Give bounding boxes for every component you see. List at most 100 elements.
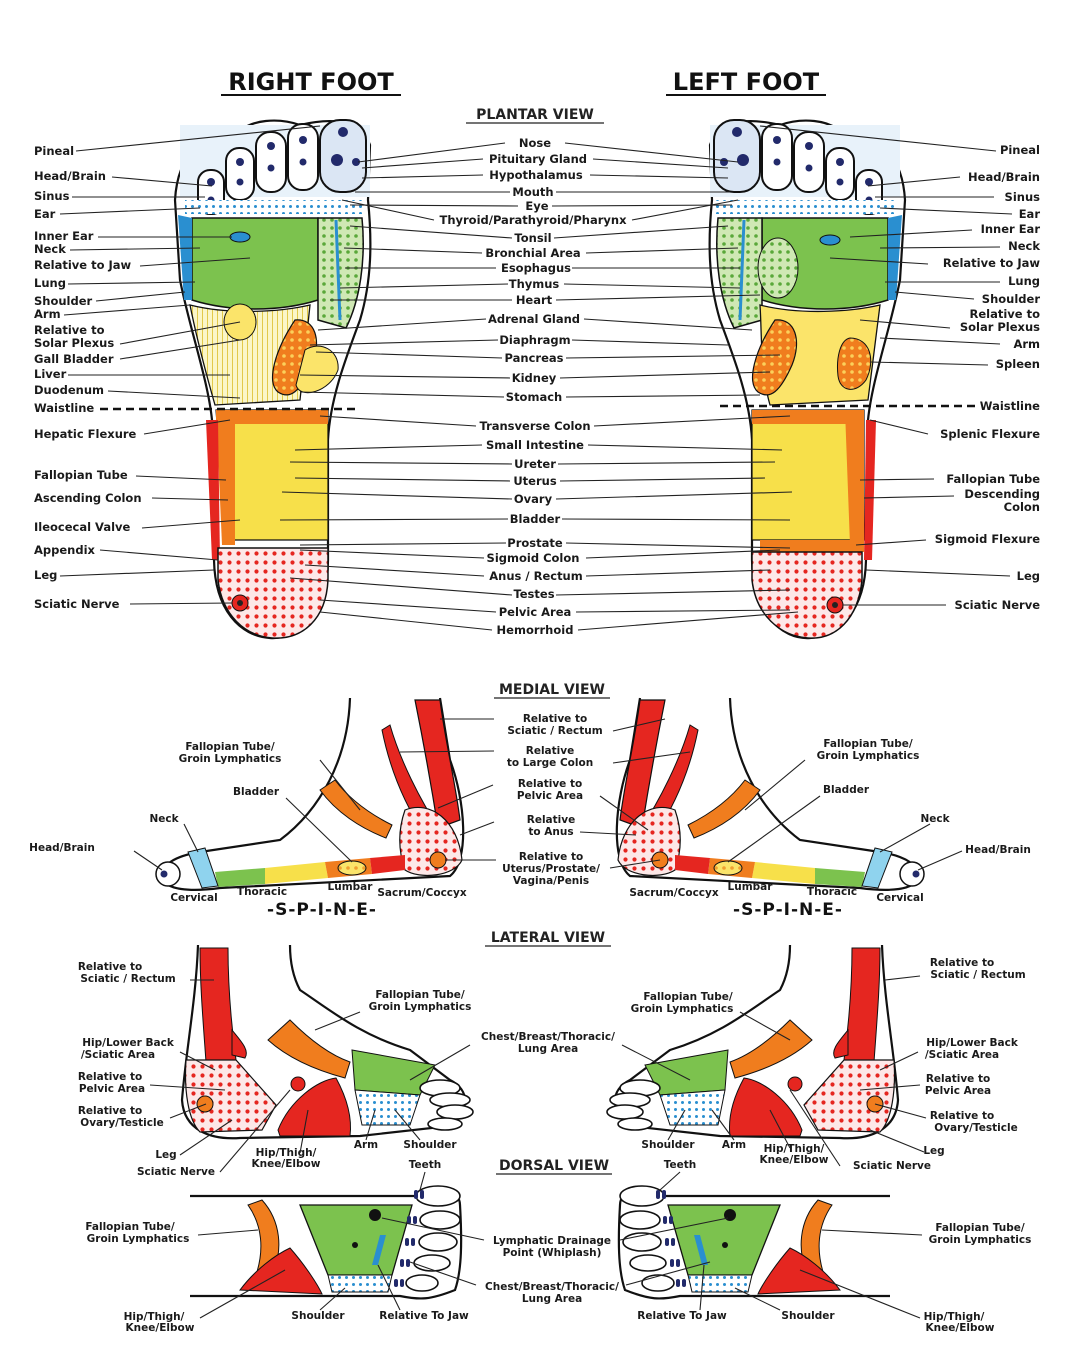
left-spine-cervical	[861, 847, 893, 889]
leader-line	[555, 294, 761, 301]
left-medial-bladder	[713, 860, 743, 876]
label-dorsal-left-1-text: Fallopian Tube/	[935, 1222, 1025, 1234]
left-shoulder-strip	[888, 215, 902, 300]
label-plantar-center-27-text: Hemorrhoid	[497, 623, 574, 637]
left-kidney	[752, 319, 798, 396]
leader-line	[799, 1269, 921, 1319]
label-lateral-left-5-text: /Sciatic Area	[925, 1049, 999, 1061]
label-medial-center-5-text: Pelvic Area	[517, 790, 583, 802]
leader-line	[917, 850, 963, 871]
leader-line	[317, 318, 487, 331]
leader-line	[95, 291, 186, 302]
left-spine-sacrum	[675, 855, 710, 874]
label-dorsal-center-1-text: Point (Whiplash)	[503, 1247, 602, 1259]
leader-line	[879, 207, 1013, 215]
left-foot-medial	[615, 697, 925, 891]
label-dorsal-left-3-text: Hip/Thigh/	[924, 1311, 985, 1323]
right-lateral-hip	[231, 1028, 247, 1059]
left-medial-brain-point	[912, 870, 920, 878]
left-lateral-hip	[833, 1028, 849, 1059]
label-plantar-center-1-text: Pituitary Gland	[489, 152, 587, 166]
leader-line	[341, 199, 435, 221]
label-lateral-left-7-text: Pelvic Area	[925, 1085, 991, 1097]
label-dorsal-left-5-text: Shoulder	[781, 1310, 835, 1322]
leader-line	[559, 477, 766, 482]
leader-line	[565, 354, 781, 359]
left-lateral-pelvic	[803, 1059, 896, 1133]
label-plantar-left-2-text: Sinus	[1005, 190, 1041, 204]
label-plantar-center-19-text: Uterus	[513, 474, 556, 488]
leader-line	[561, 518, 791, 521]
leader-line	[869, 361, 989, 366]
leader-line	[319, 415, 477, 427]
label-dorsal-left-4-text: Knee/Elbow	[926, 1322, 995, 1334]
label-lateral-right-15-text: Shoulder	[403, 1139, 457, 1151]
right-spine-thoracic	[265, 862, 328, 884]
leader-line	[69, 247, 201, 251]
leader-line	[169, 1103, 207, 1119]
leader-line	[299, 542, 507, 546]
right-lateral-leg-point	[290, 1076, 306, 1092]
right-dorsal-chest	[299, 1204, 413, 1276]
leader-line	[879, 1051, 919, 1071]
label-plantar-center-2-text: Hypothalamus	[489, 168, 583, 182]
left-lateral-sciatic	[843, 947, 881, 1063]
leader-line	[565, 542, 791, 549]
leader-line	[409, 1044, 471, 1081]
label-lateral-right-9-text: Ovary/Testicle	[80, 1117, 163, 1129]
leader-line	[575, 609, 791, 613]
label-lateral-right-13-text: Knee/Elbow	[252, 1158, 321, 1170]
leader-line	[621, 1044, 691, 1081]
right-dorsal-teeth-points	[394, 1190, 424, 1287]
leader-line	[571, 339, 729, 346]
label-plantar-right-18-text: Ascending Colon	[34, 491, 142, 505]
leader-line	[179, 1051, 216, 1071]
leader-line	[289, 577, 513, 596]
left-foot-plantar	[708, 119, 975, 640]
left-spleen	[837, 337, 872, 390]
leader-line	[599, 795, 649, 831]
label-plantar-right-11-text: Solar Plexus	[34, 336, 114, 350]
leader-line	[625, 1261, 711, 1286]
right-spine-thoracic-green	[215, 868, 265, 887]
label-plantar-left-5-text: Neck	[1008, 239, 1040, 253]
right-esophagus-line	[334, 219, 342, 321]
leader-line	[711, 1109, 735, 1141]
label-medial-center-7-text: to Anus	[528, 826, 573, 838]
leader-line	[879, 823, 931, 853]
leader-line	[867, 176, 961, 187]
label-medial-left-7-text: Thoracic	[807, 886, 857, 898]
leader-line	[869, 1129, 925, 1153]
leader-line	[579, 831, 637, 836]
leader-line	[551, 204, 733, 207]
leader-line	[619, 1217, 729, 1241]
label-lateral-right-11-text: Sciatic Nerve	[137, 1166, 215, 1178]
label-medial-left-0-text: Fallopian Tube/	[823, 738, 913, 750]
medial-view-heading: MEDIAL VIEW	[499, 682, 605, 698]
label-plantar-right-8-text: Shoulder	[34, 294, 93, 308]
label-plantar-center-15-text: Stomach	[506, 390, 562, 404]
left-dorsal-shoulder	[687, 1274, 753, 1293]
plantar-view-heading: PLANTAR VIEW	[476, 107, 594, 123]
leader-line	[151, 497, 229, 501]
label-lateral-left-0-text: Relative to	[930, 957, 994, 969]
left-lateral-toes	[606, 1079, 661, 1131]
left-foot-lateral	[606, 944, 900, 1140]
label-lateral-left-11-text: Sciatic Nerve	[853, 1160, 931, 1172]
label-medial-left-1-text: Groin Lymphatics	[817, 750, 920, 762]
right-foot-medial	[155, 697, 465, 891]
label-plantar-right-0-text: Pineal	[34, 144, 74, 158]
label-medial-center-9-text: Uterus/Prostate/	[502, 863, 600, 875]
label-plantar-left-1-text: Head/Brain	[968, 170, 1040, 184]
label-plantar-center-16-text: Transverse Colon	[479, 419, 590, 433]
leader-line	[59, 569, 215, 577]
label-plantar-center-24-text: Anus / Rectum	[489, 569, 582, 583]
right-lateral-toes	[419, 1079, 474, 1131]
leader-line	[59, 207, 201, 215]
left-spine-thoracic-green	[815, 868, 865, 887]
label-plantar-right-15-text: Waistline	[34, 401, 94, 415]
label-plantar-center-5-text: Thyroid/Parathyroid/Pharynx	[439, 213, 627, 227]
leader-line	[119, 321, 241, 345]
label-plantar-center-21-text: Bladder	[510, 512, 561, 526]
